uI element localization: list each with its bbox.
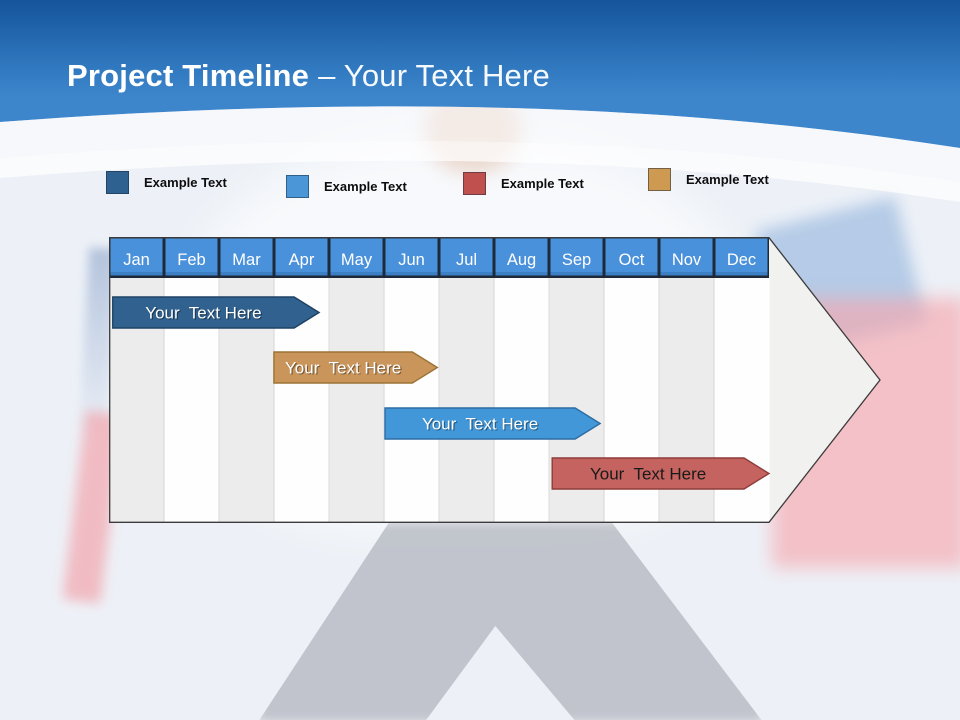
timeline-bar: [273, 351, 439, 384]
month-header-strip: [109, 237, 769, 278]
bar-label: Your Text Here: [285, 359, 401, 378]
month-cell-edge: [385, 272, 438, 276]
month-cell: [165, 238, 218, 276]
timeline-bar: [384, 407, 602, 440]
column-stripe: [329, 278, 385, 522]
month-cell: [330, 238, 383, 276]
month-label: Jan: [123, 251, 150, 269]
month-cell: [550, 238, 603, 276]
month-cell: [605, 238, 658, 276]
month-cell: [110, 238, 163, 276]
month-label: Sep: [562, 251, 591, 269]
bar-label: Your Text Here: [145, 304, 261, 323]
timeline-chart: Jan Feb Mar Apr May Jun Jul Aug Sep Oct Nov DecYour…: [109, 237, 881, 523]
header-band: [0, 0, 960, 96]
legend-swatch-red: [463, 172, 486, 195]
month-label: Mar: [232, 251, 261, 269]
month-label: May: [341, 251, 373, 269]
month-label: Oct: [619, 251, 645, 269]
legend-swatch-lightblue: [286, 175, 309, 198]
legend-item: Example Text: [648, 168, 769, 191]
month-label: Aug: [507, 251, 536, 269]
month-cell-edge: [715, 272, 768, 276]
month-cell: [275, 238, 328, 276]
bar-label-shadow: Your Text Here: [286, 360, 402, 379]
month-label: Feb: [177, 251, 205, 269]
month-label: Jul: [456, 251, 477, 269]
swoosh-band-2: [0, 140, 960, 202]
swoosh-blue-curve: [0, 96, 960, 148]
legend-item: Example Text: [463, 172, 584, 195]
legend-label: Example Text: [686, 172, 769, 187]
bar-label-shadow: Your Text Here: [147, 305, 263, 324]
legend-label: Example Text: [501, 176, 584, 191]
month-cell: [495, 238, 548, 276]
column-stripe: [439, 278, 495, 522]
month-cell-edge: [165, 272, 218, 276]
legend-item: Example Text: [286, 175, 407, 198]
month-cell-edge: [495, 272, 548, 276]
timeline-bar: [551, 457, 771, 490]
page-title: Project Timeline– Your Text Here: [67, 58, 550, 94]
month-cell-edge: [330, 272, 383, 276]
swoosh-band-1: [0, 106, 960, 182]
month-cell-edge: [605, 272, 658, 276]
legend-label: Example Text: [324, 179, 407, 194]
legend-swatch-tan: [648, 168, 671, 191]
month-label: Dec: [727, 251, 756, 269]
legend-item: Example Text: [106, 171, 227, 194]
timeline-bar: [112, 296, 321, 329]
month-cell-edge: [660, 272, 713, 276]
month-cell: [715, 238, 768, 276]
month-label: Jun: [398, 251, 425, 269]
title-bold: Project Timeline: [67, 58, 310, 93]
title-light: – Your Text Here: [318, 58, 550, 93]
legend-swatch-darkblue: [106, 171, 129, 194]
month-label: Nov: [672, 251, 702, 269]
month-label: Apr: [289, 251, 315, 269]
month-cell-edge: [110, 272, 163, 276]
photo-legs: [258, 522, 763, 720]
column-stripe: [384, 278, 440, 522]
column-stripe: [494, 278, 550, 522]
month-cell: [440, 238, 493, 276]
bar-label: Your Text Here: [422, 415, 538, 434]
month-cell: [660, 238, 713, 276]
bar-label-shadow: Your Text Here: [423, 416, 539, 435]
month-cell: [220, 238, 273, 276]
header-swoosh: [0, 96, 960, 202]
month-cell-edge: [220, 272, 273, 276]
bar-label: Your Text Here: [590, 465, 706, 484]
month-cell: [385, 238, 438, 276]
month-cell-edge: [440, 272, 493, 276]
month-cell-edge: [275, 272, 328, 276]
chart-arrow-outline: [109, 237, 881, 523]
month-cell-edge: [550, 272, 603, 276]
legend-label: Example Text: [144, 175, 227, 190]
